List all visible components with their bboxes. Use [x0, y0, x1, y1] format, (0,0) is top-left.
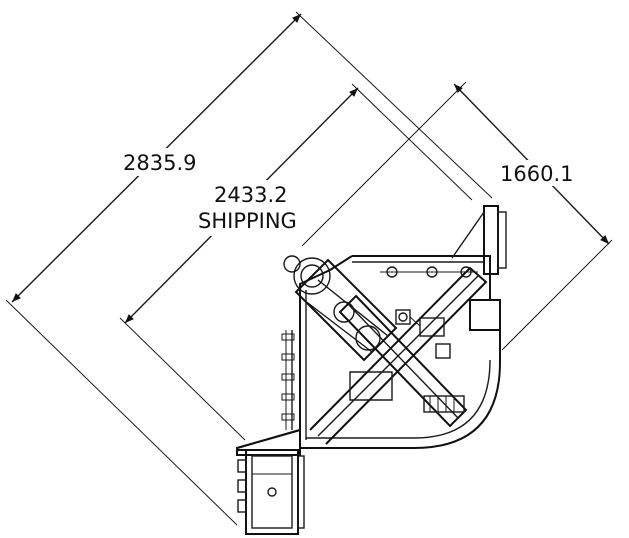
dimension-width: 1660.1 [301, 81, 613, 351]
valve-block [395, 309, 451, 359]
diagonal-brace [309, 266, 488, 445]
extension-line-width-bottom [501, 239, 613, 351]
top-bracket-diagonal [451, 211, 485, 259]
control-box [237, 449, 305, 535]
cross-beam-inner [347, 303, 459, 419]
control-box-knob [267, 487, 277, 497]
main-frame-outer [299, 255, 353, 448]
dimension-label-shipping: 2433.2 [214, 183, 287, 207]
right-side-plate [488, 299, 501, 330]
label-mask [492, 160, 578, 186]
machine-assembly [236, 205, 507, 535]
control-box-body [245, 449, 299, 535]
top-bracket-plate [497, 211, 507, 269]
dimension-label-overall: 2835.9 [123, 151, 196, 175]
extension-line-shipping-bottom [119, 317, 246, 441]
extension-line-width-top [301, 81, 467, 247]
dimension-label-shipping-note: SHIPPING [198, 209, 297, 233]
frame-base-foot [236, 428, 301, 451]
label-mask [195, 180, 305, 236]
support-plate [349, 371, 393, 401]
extension-line-shipping-top [351, 83, 473, 201]
extension-line-overall-bottom [5, 299, 238, 526]
top-fittings [380, 266, 478, 278]
cross-beam [338, 294, 468, 428]
dimension-shipping: 2433.2 SHIPPING [119, 83, 473, 441]
left-bolt-column [281, 330, 295, 430]
frame-curved-corner-inner [306, 359, 491, 439]
actuator-cylinder [283, 255, 398, 362]
dimension-label-width: 1660.1 [500, 162, 573, 186]
extension-line-overall-top [295, 11, 493, 199]
lower-right-component [423, 395, 465, 413]
